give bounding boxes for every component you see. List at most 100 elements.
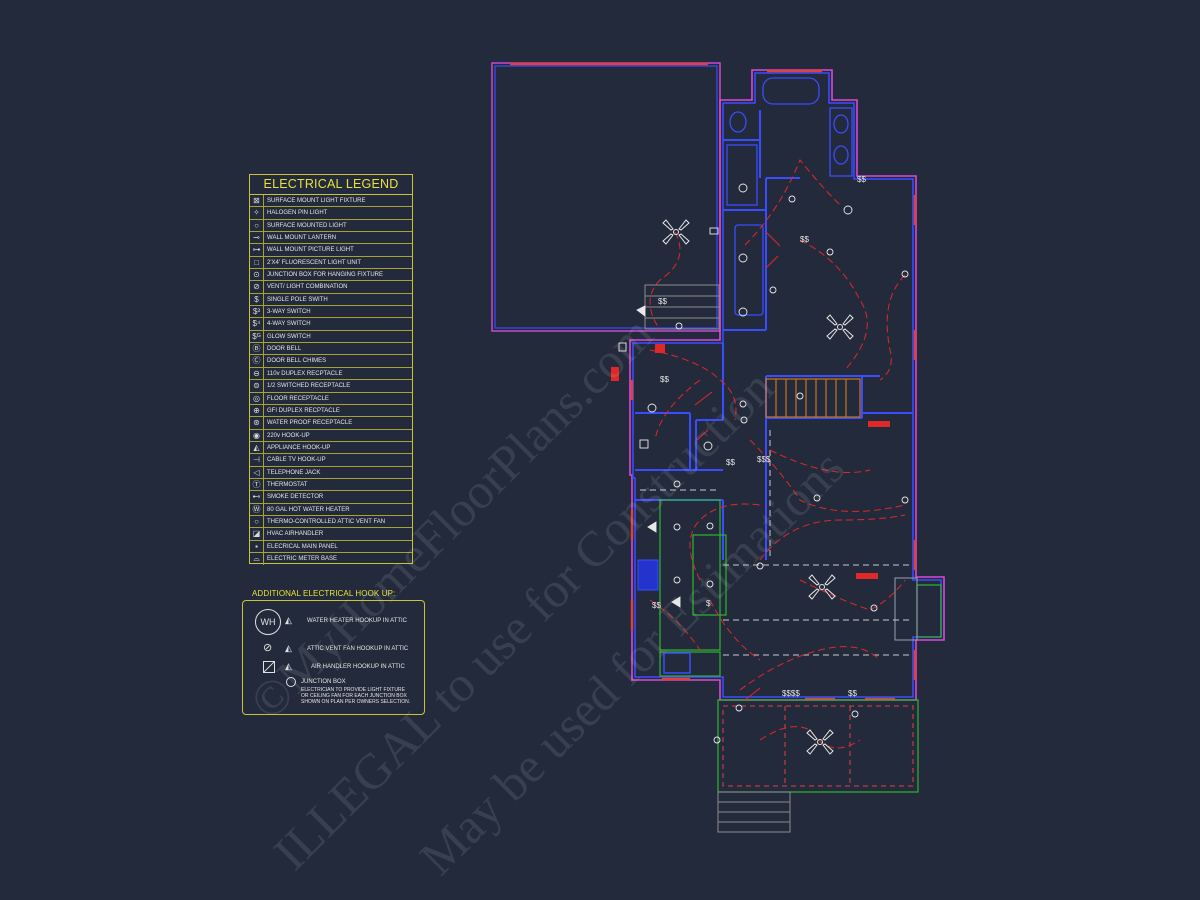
legend-row: ◪HVAC AIRHANDLER	[250, 528, 412, 541]
appliance-hook-up-icon: ◭	[250, 441, 264, 454]
svg-text:$$: $$	[848, 689, 857, 698]
halogen-pin-light-icon: ✧	[250, 207, 264, 219]
stairs	[765, 378, 861, 418]
hvac-airhandler-icon: ◪	[250, 528, 264, 540]
legend-label: SMOKE DETECTOR	[267, 494, 324, 501]
legend-row: ⊣CABLE TV HOOK-UP	[250, 454, 412, 467]
legend-row: ◉220v HOOK-UP	[250, 429, 412, 442]
legend-label: WATER PROOF RECEPTACLE	[267, 420, 353, 427]
additional-item-label: ATTIC VENT FAN HOOKUP IN ATTIC	[307, 646, 409, 652]
gfi-receptacle-icon: ⊕	[250, 404, 264, 417]
bathroom-fixtures	[726, 77, 853, 316]
legend-row: $SINGLE POLE SWITH	[250, 293, 412, 307]
triangle-marker-icon: ◭	[285, 643, 292, 653]
legend-label: 3-WAY SWITCH	[267, 309, 311, 316]
wh-symbol: WH	[260, 617, 276, 627]
red-annotations	[611, 344, 890, 579]
interior-walls	[635, 110, 913, 560]
svg-text:$$$$: $$$$	[782, 689, 800, 698]
legend-label: WALL MOUNT LANTERN	[267, 235, 337, 242]
legend-label: APPLIANCE HOOK-UP	[267, 444, 331, 451]
legend-label: 80 GAL HOT WATER HEATER	[267, 506, 350, 513]
switched-receptacle-icon: ⊜	[250, 380, 264, 392]
svg-text:$$: $$	[652, 601, 661, 610]
duplex-receptacle-icon: ⊖	[250, 367, 264, 380]
door-swings	[694, 231, 781, 701]
additional-hookup-title: ADDITIONAL ELECTRICAL HOOK UP:	[252, 589, 396, 598]
legend-row: ▪ELECRICAL MAIN PANEL	[250, 540, 412, 553]
svg-text:$$: $$	[660, 375, 669, 384]
rear-porch	[717, 699, 919, 833]
svg-text:$$: $$	[726, 458, 735, 467]
legend-row: ⊛WATER PROOF RECEPTACLE	[250, 417, 412, 430]
junction-note-line: SHOWN ON PLAN PER OWNERS SELECTION.	[301, 699, 411, 705]
legend-label: FLOOR RECEPTACLE	[267, 395, 329, 402]
junction-box-icon: ⊙	[250, 269, 264, 281]
legend-row: ◎FLOOR RECEPTACLE	[250, 392, 412, 405]
legend-label: CABLE TV HOOK-UP	[267, 457, 326, 464]
smoke-detector-icon: ⊷	[250, 491, 264, 503]
air-handler-hookup-icon	[263, 661, 275, 673]
electric-meter-base-icon: ⌓	[250, 552, 264, 566]
three-way-switch-icon: $³	[250, 306, 264, 318]
hot-water-heater-icon: Ⓦ	[250, 503, 264, 515]
four-way-switch-icon: $⁴	[250, 318, 264, 330]
legend-row: ⊸WALL MOUNT LANTERN	[250, 232, 412, 245]
svg-text:$$: $$	[658, 297, 667, 306]
legend-label: ELECRICAL MAIN PANEL	[267, 543, 338, 550]
attic-vent-fan-icon: ○	[250, 515, 264, 528]
svg-text:$$: $$	[800, 235, 809, 244]
wall-mount-picture-light-icon: ⊶	[250, 244, 264, 256]
glow-switch-icon: $ᴳ	[250, 330, 264, 343]
switch-labels: $$ $$ $$ $$$ $$ $$ $ $$$$ $$ $$	[652, 175, 866, 698]
junction-note-line: OR CEILING FAN FOR EACH JUNCTION BOX	[301, 693, 407, 699]
attic-vent-fan-hookup-icon: ⊘	[263, 642, 273, 654]
cable-tv-icon: ⊣	[250, 454, 264, 466]
vent-light-combination-icon: ⊘	[250, 281, 264, 293]
legend-label: DOOR BELL	[267, 346, 302, 353]
legend-row: ◭APPLIANCE HOOK-UP	[250, 441, 412, 455]
legend-row: ⊠SURFACE MOUNT LIGHT FIXTURE	[250, 195, 412, 208]
single-pole-switch-icon: $	[250, 293, 264, 306]
legend-label: 1/2 SWITCHED RECEPTACLE	[267, 383, 351, 390]
additional-item-label: AIR HANDLER HOOKUP IN ATTIC	[311, 664, 405, 670]
triangle-marker-icon: ◭	[285, 661, 292, 671]
legend-row: ⊶WALL MOUNT PICTURE LIGHT	[250, 244, 412, 257]
legend-row: ⊷SMOKE DETECTOR	[250, 491, 412, 504]
door-bell-icon: Ⓑ	[250, 343, 264, 355]
junction-note-line: ELECTRICIAN TO PROVIDE LIGHT FIXTURE	[301, 687, 405, 693]
legend-row: ⌓ELECTRIC METER BASE	[250, 552, 412, 566]
legend-label: JUNCTION BOX FOR HANGING FIXTURE	[267, 272, 384, 279]
garage-steps	[644, 284, 720, 330]
legend-label: THERMO-CONTROLLED ATTIC VENT FAN	[267, 518, 386, 525]
electrical-legend: ELECTRICAL LEGEND ⊠SURFACE MOUNT LIGHT F…	[249, 174, 413, 566]
legend-label: GFI DUPLEX RECPTACLE	[267, 407, 340, 414]
legend-label: SINGLE POLE SWITH	[267, 296, 328, 303]
legend-label: VENT/ LIGHT COMBINATION	[267, 284, 348, 291]
additional-item-label: WATER HEATER HOOKUP IN ATTIC	[307, 618, 408, 624]
legend-row: ⊙JUNCTION BOX FOR HANGING FIXTURE	[250, 269, 412, 282]
legend-label: 2'X4' FLUORESCENT LIGHT UNIT	[267, 259, 362, 266]
circuit-wiring	[649, 159, 906, 749]
hook-up-220v-icon: ◉	[250, 429, 264, 441]
legend-row: ⊜1/2 SWITCHED RECEPTACLE	[250, 380, 412, 393]
legend-label: SURFACE MOUNTED LIGHT	[267, 222, 347, 229]
dashed-beams	[640, 430, 913, 656]
windows	[630, 69, 917, 701]
garage-outline	[491, 62, 721, 332]
svg-text:$$$: $$$	[757, 455, 771, 464]
surface-mounted-light-icon: ○	[250, 219, 264, 232]
door-bell-chimes-icon: Ⓒ	[250, 355, 264, 367]
water-proof-receptacle-icon: ⊛	[250, 417, 264, 429]
legend-label: SURFACE MOUNT LIGHT FIXTURE	[267, 198, 366, 204]
legend-row: ○THERMO-CONTROLLED ATTIC VENT FAN	[250, 515, 412, 529]
legend-rows: ⊠SURFACE MOUNT LIGHT FIXTURE✧HALOGEN PIN…	[250, 195, 412, 566]
legend-label: GLOW SWITCH	[267, 333, 311, 340]
svg-text:$: $	[706, 599, 711, 608]
svg-text:$$: $$	[857, 175, 866, 184]
legend-label: DOOR BELL CHIMES	[267, 358, 327, 365]
